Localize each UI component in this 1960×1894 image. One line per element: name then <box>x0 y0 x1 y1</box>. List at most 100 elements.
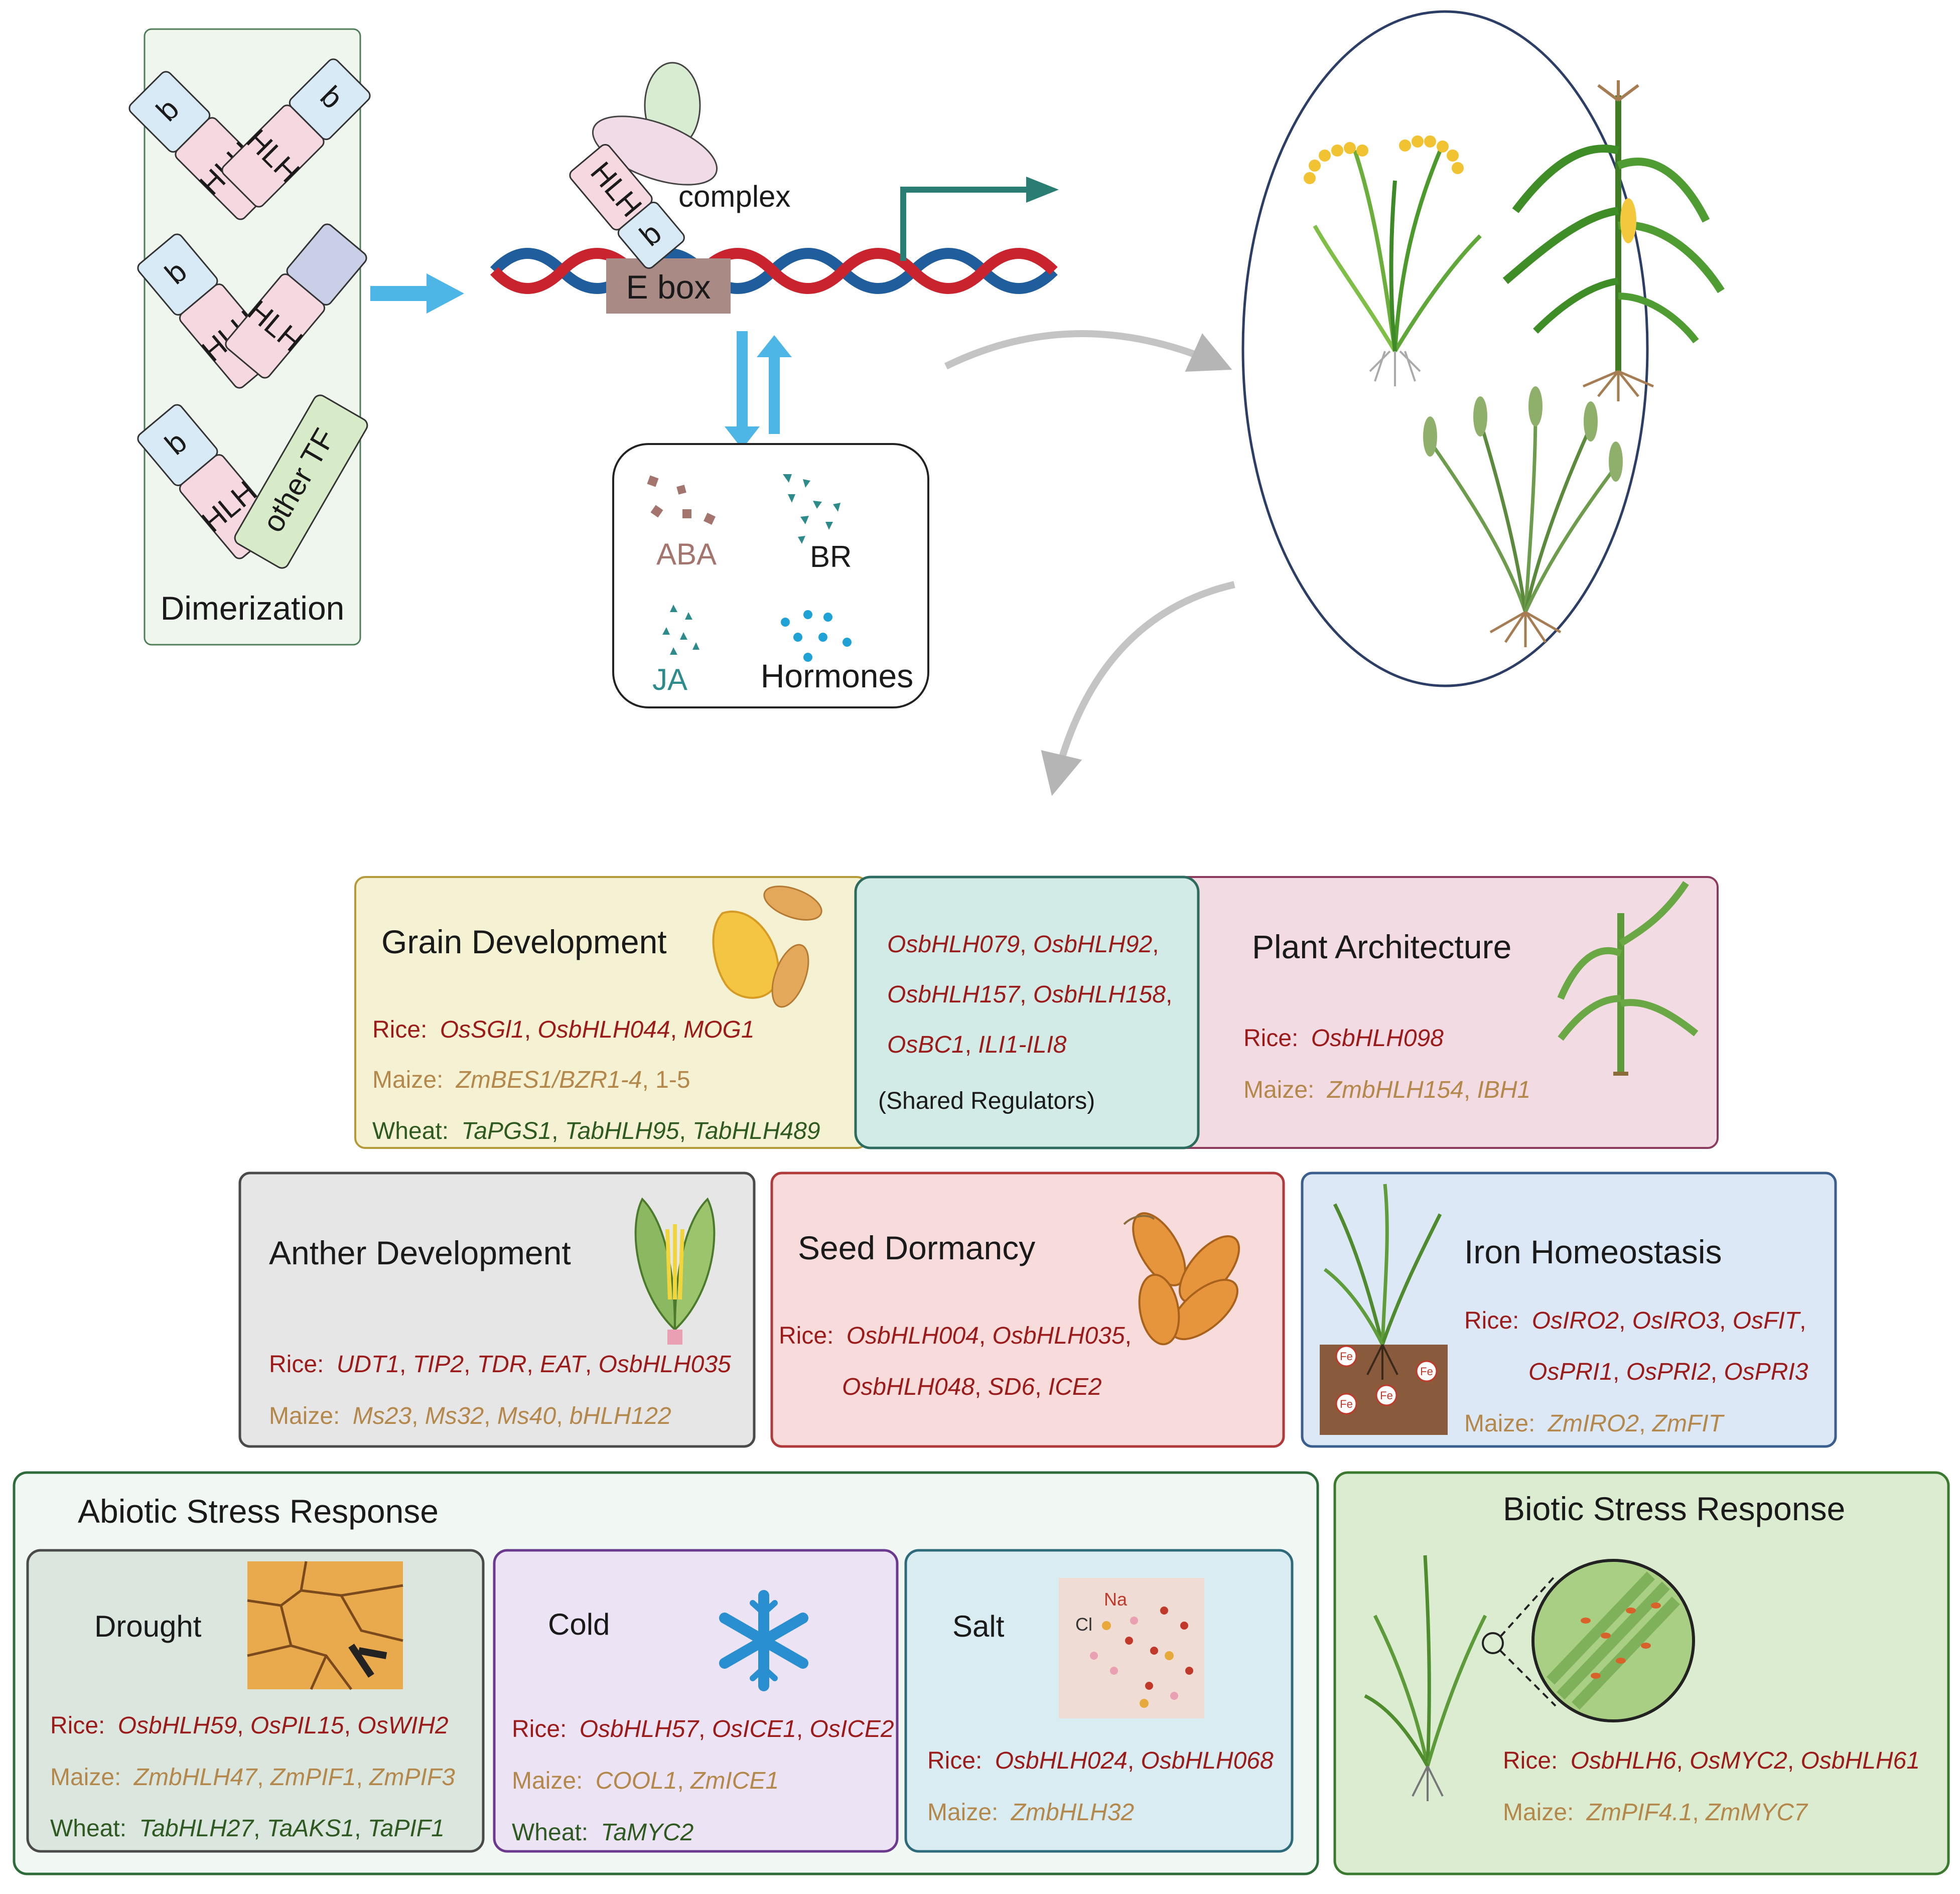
fe-particle: Fe <box>1416 1360 1438 1382</box>
species-label: Rice: <box>372 1016 427 1043</box>
dimer-hlh-other-tf: b HLH other TF <box>137 394 368 569</box>
gene: MOG1 <box>683 1016 754 1043</box>
maize-seedling-icon <box>1557 881 1699 1076</box>
salt-rice-line: Rice: OsbHLH024, OsbHLH068 <box>927 1747 1274 1774</box>
dimerization-arrow <box>370 273 464 314</box>
dimerization-title: Dimerization <box>161 590 345 627</box>
architecture-rice-line: Rice: OsbHLH098 <box>1243 1025 1444 1052</box>
hormone-exchange-arrows <box>725 331 792 449</box>
iron-title: Iron Homeostasis <box>1464 1233 1722 1270</box>
gene: OsbHLH59 <box>118 1712 237 1739</box>
grain-maize-line: Maize: ZmBES1/BZR1-4, 1-5 <box>372 1067 690 1093</box>
iron-soil-plant-icon: Fe Fe Fe Fe <box>1320 1184 1448 1435</box>
species-label: Rice: <box>269 1351 324 1378</box>
gene: ZmPIF1 <box>270 1764 356 1791</box>
drought-title: Drought <box>94 1610 202 1643</box>
gene: ZmbHLH154 <box>1327 1077 1464 1103</box>
br-label: BR <box>810 540 852 573</box>
gene: OsFIT <box>1733 1307 1801 1334</box>
gene: ZmFIT <box>1652 1410 1725 1437</box>
species-label: Rice: <box>1503 1747 1558 1774</box>
salt-ions-icon: Na Cl <box>1059 1578 1204 1718</box>
gene: OsbHLH044 <box>537 1016 670 1043</box>
species-label: Rice: <box>779 1323 833 1349</box>
gene: ZmBES1/BZR1-4 <box>456 1067 642 1093</box>
architecture-maize-line: Maize: ZmbHLH154, IBH1 <box>1243 1077 1530 1103</box>
gene: IBH1 <box>1477 1077 1531 1103</box>
gene: ILI1-ILI8 <box>978 1032 1066 1058</box>
hormones-label: Hormones <box>761 657 913 694</box>
biotic-stress-panel: Biotic Stress Response Rice: OsbHLH6, Os… <box>1333 1471 1950 1875</box>
species-label: Wheat: <box>50 1815 126 1842</box>
species-label: Maize: <box>1503 1799 1574 1826</box>
arrow-to-functions <box>1041 581 1235 796</box>
cold-rice-line: Rice: OsbHLH57, OsICE1, OsICE2 <box>512 1716 894 1742</box>
iron-maize-line: Maize: ZmIRO2, ZmFIT <box>1464 1410 1725 1437</box>
shared-line-2: OsbHLH157, OsbHLH158, <box>887 981 1172 1008</box>
dna-binding: E box HLH b complex <box>490 62 1059 314</box>
infected-plant-icon <box>1364 1555 1695 1801</box>
plant-architecture-panel: Plant Architecture Rice: OsbHLH098 Maize… <box>1048 876 1719 1149</box>
gene: OsbHLH6 <box>1571 1747 1676 1774</box>
gene: OsbHLH024 <box>995 1747 1128 1774</box>
hormone-dots <box>781 610 852 662</box>
dimer-hlh-hlh: b HLH b HLH <box>128 58 371 220</box>
gene: TIP2 <box>413 1351 464 1378</box>
gene: TDR <box>477 1351 527 1378</box>
iron-rice-line-2: OsPRI1, OsPRI2, OsPRI3 <box>1528 1359 1808 1385</box>
gene: ZmIRO2 <box>1548 1410 1639 1437</box>
salt-title: Salt <box>952 1610 1005 1643</box>
species-label: Maize: <box>927 1799 998 1826</box>
cl-label: Cl <box>1075 1614 1092 1635</box>
gene: OsPRI3 <box>1724 1359 1808 1385</box>
species-label: Rice: <box>1243 1025 1298 1052</box>
gene: OsbHLH61 <box>1801 1747 1920 1774</box>
cold-panel: Cold Rice: OsbHLH57, OsICE1, OsICE2 Maiz… <box>493 1549 899 1853</box>
species-label: Maize: <box>1464 1410 1535 1437</box>
gene: OsbHLH079 <box>887 931 1020 958</box>
species-label: Rice: <box>512 1716 567 1742</box>
flower-icon <box>634 1197 716 1345</box>
species-label: Maize: <box>1243 1077 1314 1103</box>
na-label: Na <box>1104 1589 1128 1610</box>
gene: OsIRO3 <box>1632 1307 1720 1334</box>
species-label: Maize: <box>269 1403 340 1429</box>
gene: Ms40 <box>497 1403 556 1429</box>
aba-particles <box>647 475 716 525</box>
gene: OsMYC2 <box>1690 1747 1787 1774</box>
species-label: Maize: <box>512 1768 583 1794</box>
gene: OsbHLH098 <box>1311 1025 1444 1052</box>
gene: SD6 <box>988 1374 1035 1400</box>
abiotic-title: Abiotic Stress Response <box>78 1493 439 1530</box>
gene: OsICE2 <box>810 1716 894 1742</box>
species-label: Maize: <box>50 1764 121 1791</box>
salt-maize-line: Maize: ZmbHLH32 <box>927 1799 1134 1826</box>
anther-rice-line: Rice: UDT1, TIP2, TDR, EAT, OsbHLH035 <box>269 1351 731 1378</box>
gene: TabHLH489 <box>692 1118 820 1144</box>
drought-wheat-line: Wheat: TabHLH27, TaAKS1, TaPIF1 <box>50 1815 445 1842</box>
gene: OsbHLH157 <box>887 981 1021 1008</box>
grain-title: Grain Development <box>381 923 667 960</box>
gene: ZmPIF3 <box>369 1764 455 1791</box>
gene: ZmPIF4.1 <box>1586 1799 1693 1826</box>
dimer-hlh-partner: b HLH HLH <box>137 223 367 389</box>
gene: TaAKS1 <box>267 1815 354 1842</box>
gene: ZmbHLH32 <box>1011 1799 1134 1826</box>
fe-label: Fe <box>1420 1365 1433 1378</box>
cold-maize-line: Maize: COOL1, ZmICE1 <box>512 1768 779 1794</box>
cold-wheat-line: Wheat: TaMYC2 <box>512 1819 693 1846</box>
br-particles <box>783 474 841 544</box>
gene: EAT <box>540 1351 587 1378</box>
abiotic-stress-panel: Abiotic Stress Response Drought Rice: Os… <box>13 1471 1319 1875</box>
biotic-maize-line: Maize: ZmPIF4.1, ZmMYC7 <box>1503 1799 1808 1826</box>
gene: OsBC1 <box>887 1032 965 1058</box>
cold-title: Cold <box>548 1608 610 1641</box>
ja-label: JA <box>652 663 687 696</box>
gene: OsbHLH57 <box>580 1716 700 1742</box>
gene: TaMYC2 <box>601 1819 693 1846</box>
cracked-ground-icon <box>247 1561 403 1690</box>
gene: ZmMYC7 <box>1705 1799 1808 1826</box>
gene: 1-5 <box>655 1067 690 1093</box>
hormones-panel: ABA BR JA Hormones <box>612 443 929 708</box>
